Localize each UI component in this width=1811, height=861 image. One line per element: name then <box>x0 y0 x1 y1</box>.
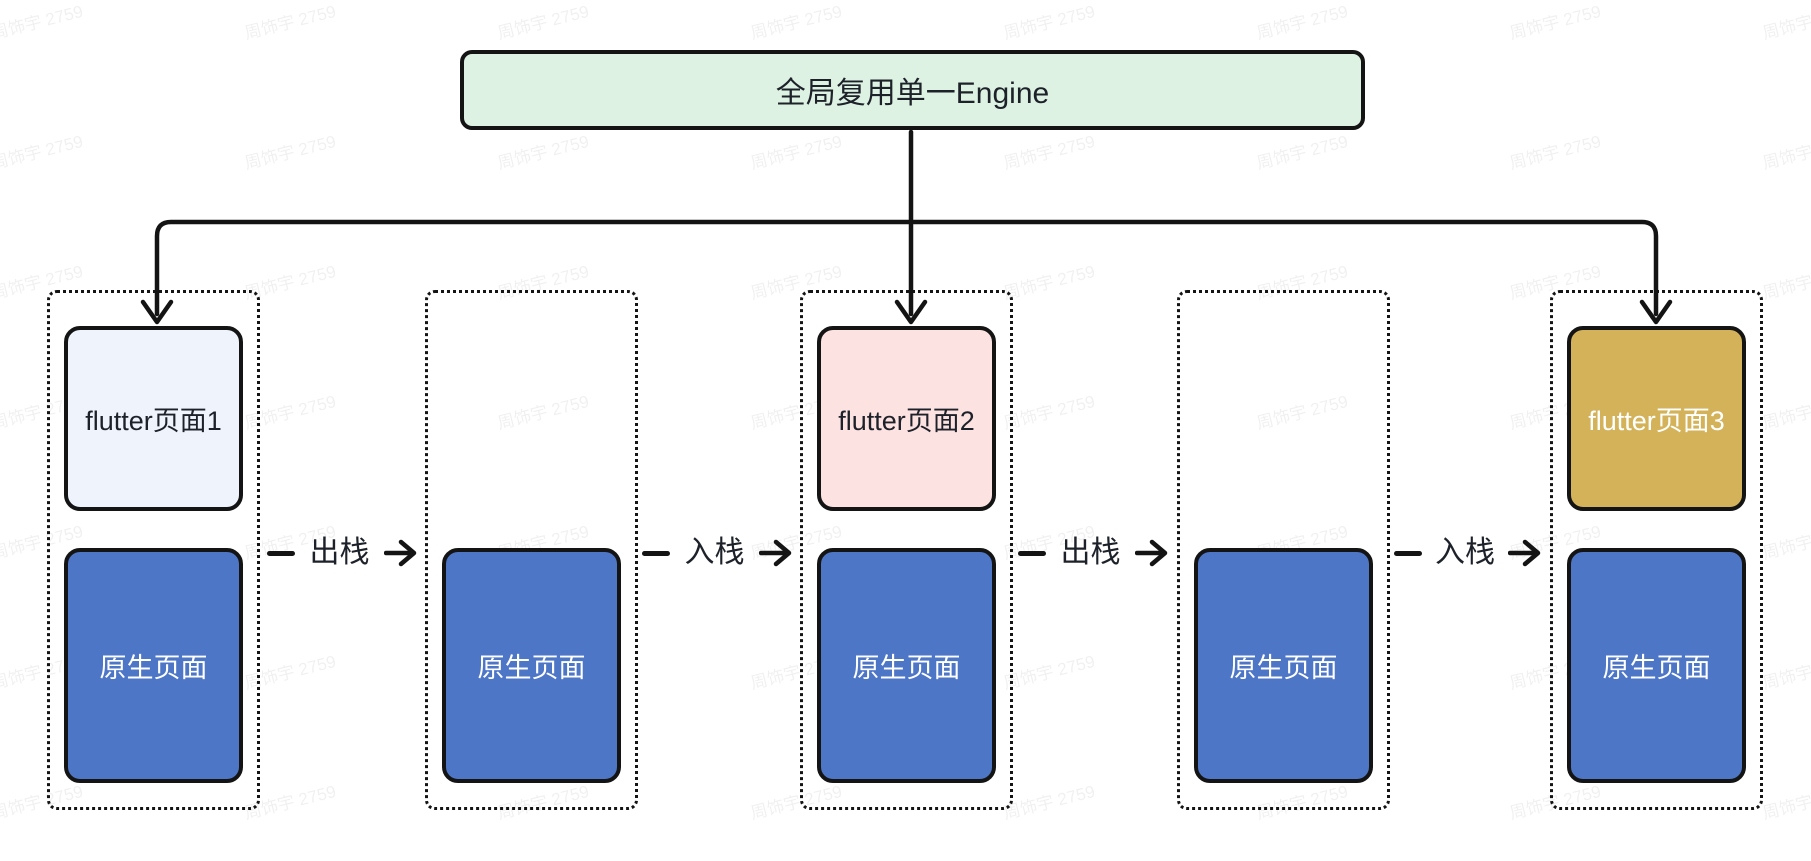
arrow-right-icon <box>759 539 792 567</box>
flutter-page-2-box: flutter页面2 <box>817 326 996 511</box>
flutter-page-1-label: flutter页面1 <box>85 406 222 436</box>
flutter-page-3-box: flutter页面3 <box>1567 326 1746 511</box>
engine-box: 全局复用单一Engine <box>460 50 1365 130</box>
arrow-right-icon <box>1508 539 1541 567</box>
native-page-label-3: 原生页面 <box>852 653 961 683</box>
left-branch-line <box>154 219 914 317</box>
arrow-right-icon <box>1135 539 1168 567</box>
engine-box-label: 全局复用单一Engine <box>775 77 1050 110</box>
native-page-box-2: 原生页面 <box>442 548 621 783</box>
connector-dash <box>1394 550 1422 556</box>
arrow-right-icon <box>384 539 417 567</box>
native-page-box-3: 原生页面 <box>817 548 996 783</box>
flutter-page-2-label: flutter页面2 <box>838 406 975 436</box>
native-page-box-5: 原生页面 <box>1567 548 1746 783</box>
connector-label: 出栈 <box>1060 536 1121 569</box>
connector-dash <box>1018 550 1046 556</box>
connector-label: 出栈 <box>309 536 370 569</box>
native-page-label-5: 原生页面 <box>1602 653 1711 683</box>
connector-label: 入栈 <box>684 536 745 569</box>
native-page-box-1: 原生页面 <box>64 548 243 783</box>
native-page-label-1: 原生页面 <box>99 653 208 683</box>
stack-container-5: flutter页面3 原生页面 <box>1550 290 1763 810</box>
native-page-label-4: 原生页面 <box>1229 653 1338 683</box>
push-arrow-2to3: 入栈 <box>642 528 795 578</box>
push-arrow-4to5: 入栈 <box>1394 528 1544 578</box>
flutter-page-1-box: flutter页面1 <box>64 326 243 511</box>
pop-arrow-3to4: 出栈 <box>1018 528 1171 578</box>
connector-label: 入栈 <box>1435 536 1495 569</box>
stack-container-1: flutter页面1 原生页面 <box>47 290 260 810</box>
arrow-down-icon <box>140 299 174 325</box>
pop-arrow-1to2: 出栈 <box>267 528 420 578</box>
arrow-down-icon <box>1639 299 1673 325</box>
arrow-down-icon <box>894 299 928 325</box>
connector-dash <box>642 550 670 556</box>
flutter-page-3-label: flutter页面3 <box>1588 406 1725 436</box>
right-branch-line <box>908 219 1659 317</box>
stack-container-3: flutter页面2 原生页面 <box>800 290 1013 810</box>
native-page-label-2: 原生页面 <box>477 653 586 683</box>
connector-dash <box>267 550 295 556</box>
stack-container-4: 原生页面 <box>1177 290 1390 810</box>
stack-container-2: 原生页面 <box>425 290 638 810</box>
native-page-box-4: 原生页面 <box>1194 548 1373 783</box>
